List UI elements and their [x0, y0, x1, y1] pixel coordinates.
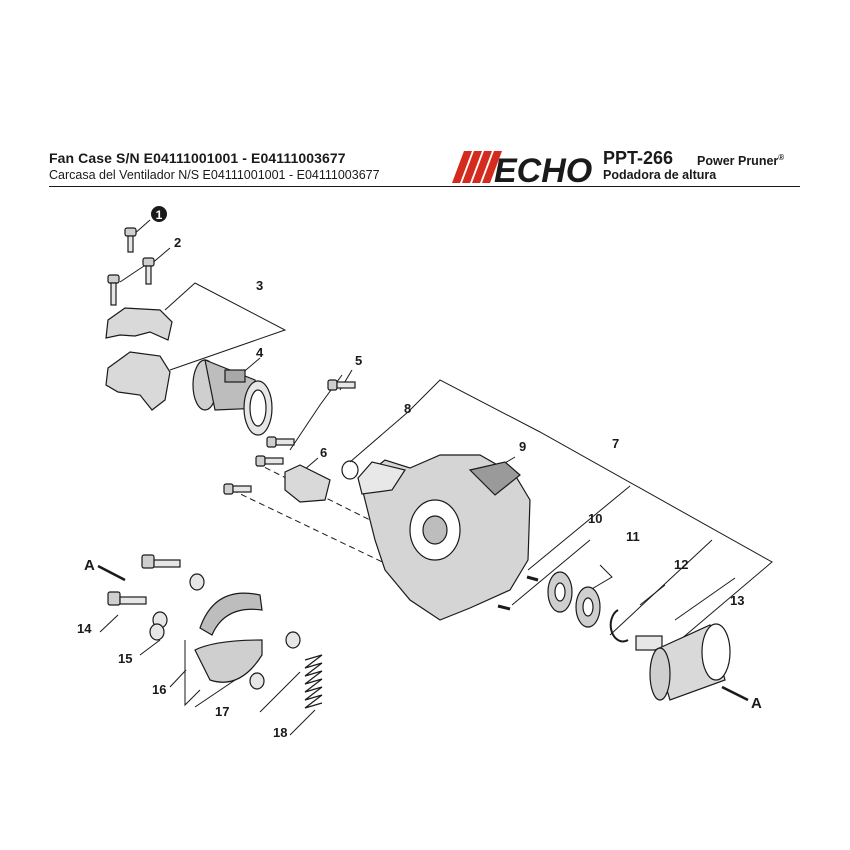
header-divider	[49, 186, 800, 187]
model-description: Power Pruner®	[697, 153, 784, 168]
screw-part-1	[124, 227, 137, 253]
clamp-upper	[105, 307, 173, 341]
callout-4: 4	[256, 345, 264, 360]
screw-part-2	[142, 257, 155, 285]
bearing-part-11b	[575, 586, 601, 628]
bolt-part-14b	[107, 591, 147, 606]
screw-part-5d	[223, 483, 252, 495]
callout-11: 11	[626, 529, 640, 544]
bearing-part-11a	[547, 571, 573, 613]
model-number: PPT-266	[603, 148, 674, 168]
clutch-shoe-part-16	[199, 592, 263, 636]
callout-8: 8	[404, 401, 411, 416]
model-description-text: Power Pruner	[697, 154, 779, 169]
registered-mark: ®	[778, 153, 785, 162]
callout-a-right: A	[751, 695, 762, 712]
page-subtitle: Carcasa del Ventilador N/S E04111001001 …	[49, 168, 380, 182]
callout-18: 18	[273, 725, 287, 740]
callout-3: 3	[256, 278, 263, 293]
callout-6: 6	[320, 445, 327, 460]
callout-7: 7	[612, 436, 619, 451]
callout-5: 5	[355, 353, 362, 368]
washer-part-17b	[249, 672, 265, 690]
echo-logo: ECHO	[452, 151, 592, 190]
washer-part-17	[285, 631, 301, 649]
clutch-drum-part-13	[635, 623, 731, 701]
o-ring-part-8	[341, 460, 359, 480]
spring-part-18	[304, 654, 323, 709]
intake-boot	[192, 359, 273, 436]
callouts: 1 2 3 4 5 6 7 8 9 10 11 12 13 14 15 16 1…	[77, 206, 762, 740]
connector-part-6	[284, 464, 331, 503]
callout-2: 2	[174, 235, 181, 250]
screw-part-2b	[107, 274, 120, 306]
callout-1: 1	[156, 208, 163, 222]
washer-part-15c	[149, 623, 165, 641]
clutch-shoe-part-16b	[194, 639, 263, 683]
callout-14: 14	[77, 621, 92, 636]
brand-wordmark: ECHO	[494, 152, 592, 190]
washer-part-15	[189, 573, 205, 591]
screw-part-5c	[255, 455, 284, 467]
parts	[105, 227, 731, 709]
callout-12: 12	[674, 557, 688, 572]
page-title: Fan Case S/N E04111001001 - E04111003677	[49, 150, 346, 166]
screw-part-5	[327, 379, 356, 391]
callout-10: 10	[588, 511, 602, 526]
callout-9: 9	[519, 439, 526, 454]
fan-case-part-9	[357, 454, 531, 621]
callout-16: 16	[152, 682, 166, 697]
callout-17: 17	[215, 704, 229, 719]
callout-13: 13	[730, 593, 744, 608]
snap-ring-part-12	[609, 609, 629, 643]
bolt-part-14	[141, 554, 181, 569]
screw-part-5b	[266, 436, 295, 448]
model-description-es: Podadora de altura	[603, 168, 717, 182]
clamp-lower	[105, 351, 171, 411]
callout-15: 15	[118, 651, 132, 666]
callout-a-left: A	[84, 557, 95, 574]
